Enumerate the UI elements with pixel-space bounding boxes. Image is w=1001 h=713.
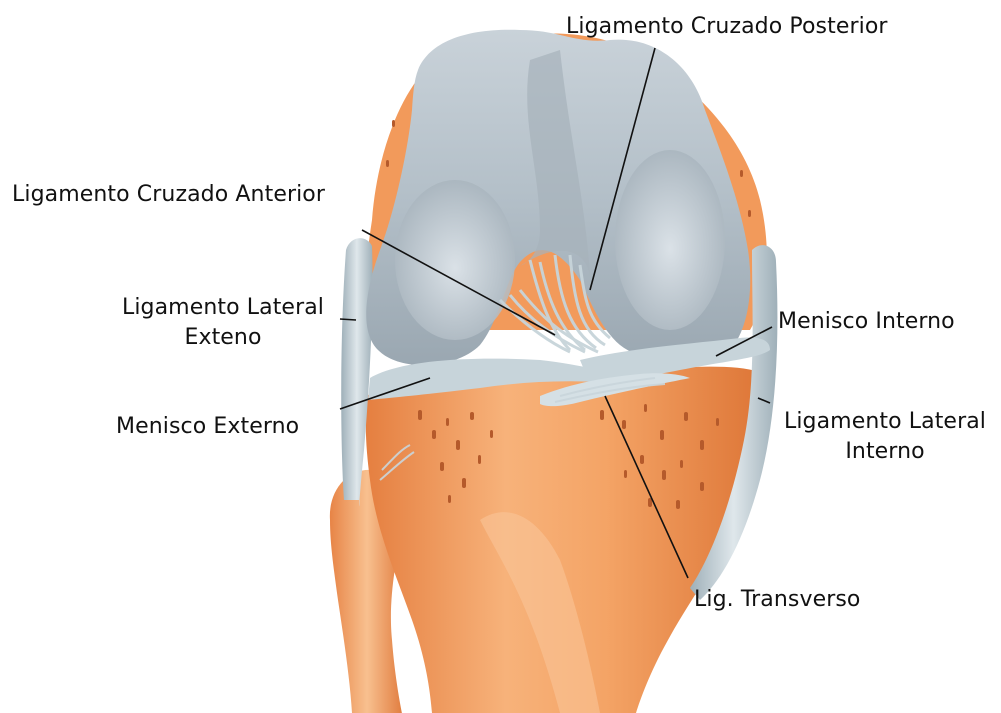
label-lateral-external-line1: Ligamento Lateral (108, 293, 338, 323)
label-anterior-cruciate-ligament: Ligamento Cruzado Anterior (12, 180, 325, 210)
label-lateral-internal-ligament: Ligamento Lateral Interno (770, 407, 1000, 467)
label-lateral-external-ligament: Ligamento Lateral Exteno (108, 293, 338, 353)
label-medial-meniscus: Menisco Interno (778, 307, 955, 337)
label-lateral-external-line2: Exteno (108, 323, 338, 353)
label-lateral-internal-line1: Ligamento Lateral (770, 407, 1000, 437)
lateral-collateral-ligament (341, 238, 372, 506)
label-lateral-internal-line2: Interno (770, 437, 1000, 467)
label-transverse-ligament: Lig. Transverso (694, 585, 860, 615)
label-posterior-cruciate-ligament: Ligamento Cruzado Posterior (566, 12, 888, 42)
label-lateral-meniscus: Menisco Externo (116, 412, 299, 442)
